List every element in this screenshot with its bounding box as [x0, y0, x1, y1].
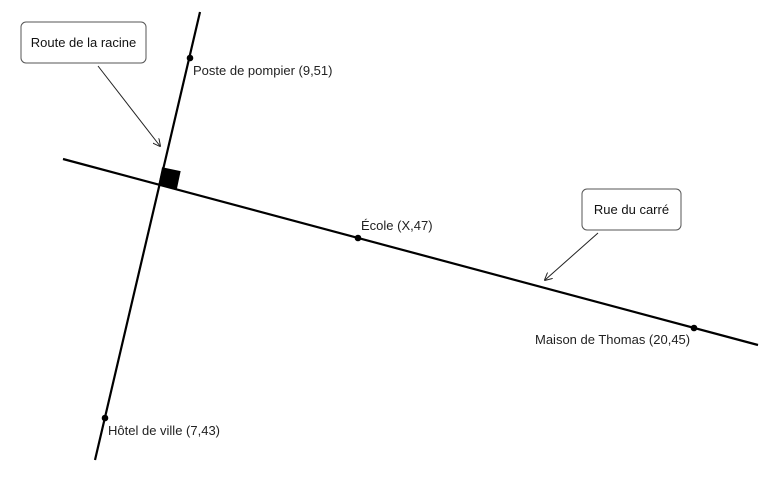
ecole-dot — [354, 234, 362, 242]
hotel-de-ville-dot — [101, 414, 109, 422]
route-de-la-racine-callout-text: Route de la racine — [31, 35, 137, 50]
route-de-la-racine-pointer — [97, 65, 160, 146]
maison-de-thomas-dot — [690, 324, 698, 332]
maison-de-thomas-label: Maison de Thomas (20,45) — [535, 332, 690, 347]
route-de-la-racine-line — [93, 11, 202, 461]
poste-de-pompier-label: Poste de pompier (9,51) — [193, 63, 332, 78]
rue-du-carre-callout: Rue du carré — [581, 188, 682, 231]
rue-du-carre-callout-text: Rue du carré — [594, 202, 669, 217]
route-de-la-racine-callout: Route de la racine — [20, 21, 147, 64]
hotel-de-ville-label: Hôtel de ville (7,43) — [108, 423, 220, 438]
rue-du-carre-line — [62, 157, 759, 347]
rue-du-carre-pointer — [545, 232, 599, 280]
ecole-label: École (X,47) — [361, 218, 433, 233]
intersection-square — [158, 167, 181, 189]
poste-de-pompier-dot — [186, 54, 194, 62]
